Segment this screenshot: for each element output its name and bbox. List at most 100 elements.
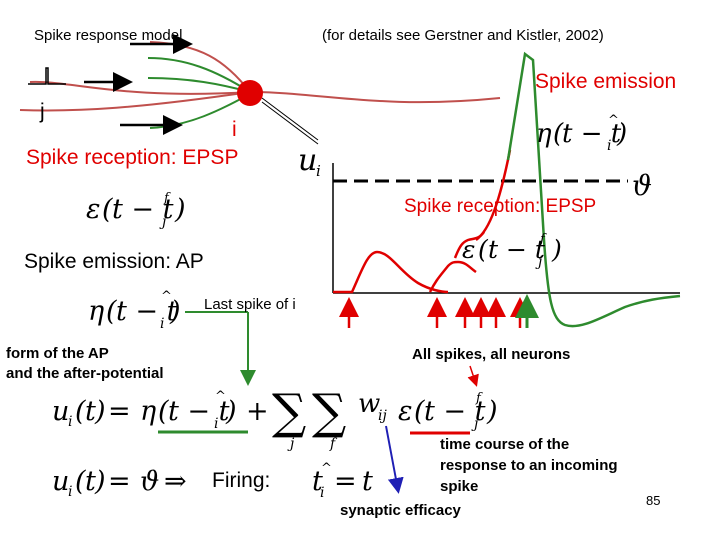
svg-text:=: = bbox=[108, 396, 131, 427]
svg-text:ϑ: ϑ bbox=[632, 169, 652, 202]
label-last-spike: Last spike of i bbox=[204, 296, 296, 313]
label-spike-emission: Spike emission bbox=[535, 70, 677, 93]
svg-text:η: η bbox=[536, 119, 552, 149]
svg-text:): ) bbox=[94, 396, 106, 427]
svg-text:t: t bbox=[312, 466, 323, 497]
svg-text:ε: ε bbox=[462, 235, 475, 264]
label-all-spikes: All spikes, all neurons bbox=[412, 346, 571, 363]
svg-text:t − t: t − t bbox=[424, 396, 486, 427]
svg-text:^: ^ bbox=[215, 389, 226, 404]
svg-text:i: i bbox=[68, 414, 72, 430]
svg-text:^: ^ bbox=[608, 113, 619, 128]
label-spike-reception-right: Spike reception: EPSP bbox=[404, 196, 597, 217]
svg-text:ε: ε bbox=[86, 194, 101, 225]
svg-text:(: ( bbox=[75, 466, 87, 497]
svg-text:j: j bbox=[471, 416, 479, 432]
svg-text:): ) bbox=[616, 119, 627, 149]
neuron-label-j: j bbox=[40, 100, 45, 123]
svg-text:j: j bbox=[159, 214, 167, 230]
page-number: 85 bbox=[646, 493, 661, 508]
all-spikes-arrow bbox=[467, 365, 479, 387]
svg-text:(: ( bbox=[158, 396, 170, 427]
svg-text:): ) bbox=[169, 296, 181, 327]
synaptic-efficacy-arrow bbox=[385, 425, 404, 494]
svg-text:η: η bbox=[88, 296, 104, 327]
svg-text:): ) bbox=[551, 235, 562, 264]
label-time-course-line1: time course of the bbox=[440, 436, 570, 453]
svg-text:t: t bbox=[85, 396, 96, 427]
svg-text:(: ( bbox=[75, 396, 87, 427]
label-form-ap-line2: and the after-potential bbox=[6, 365, 164, 382]
svg-text:i: i bbox=[68, 484, 72, 500]
svg-text:t − t: t − t bbox=[488, 235, 546, 264]
svg-text:): ) bbox=[94, 466, 106, 497]
math-eta-emission: η ( t − t i ^ ) bbox=[536, 113, 627, 154]
svg-text:=: = bbox=[334, 466, 357, 497]
label-spike-reception-left: Spike reception: EPSP bbox=[26, 146, 239, 169]
math-firing-time: t i ^ = t bbox=[312, 461, 373, 501]
svg-text:ϑ: ϑ bbox=[140, 466, 159, 497]
svg-text:j: j bbox=[535, 254, 543, 270]
spike-pulse-icon bbox=[28, 67, 66, 85]
label-firing: Firing: bbox=[212, 469, 271, 492]
label-form-ap: form of the AP and the after-potential bbox=[6, 344, 164, 384]
svg-text:η: η bbox=[140, 396, 156, 427]
svg-text:i: i bbox=[214, 416, 218, 432]
svg-text:j: j bbox=[287, 436, 295, 452]
svg-text:^: ^ bbox=[161, 289, 172, 304]
math-u-i-plot: u i bbox=[298, 143, 321, 180]
slide-title: Spike response model bbox=[34, 27, 183, 44]
soma bbox=[237, 80, 263, 106]
svg-text:+: + bbox=[246, 396, 269, 427]
svg-text:u: u bbox=[52, 396, 69, 427]
svg-text:(: ( bbox=[553, 119, 564, 149]
svg-text:i: i bbox=[607, 138, 611, 154]
reference-note: (for details see Gerstner and Kistler, 2… bbox=[322, 27, 604, 44]
action-potential-trace bbox=[506, 51, 681, 328]
svg-text:w: w bbox=[358, 389, 380, 419]
label-synaptic-efficacy: synaptic efficacy bbox=[340, 502, 461, 519]
label-time-course-line2: response to an incoming bbox=[440, 457, 618, 474]
math-main-equation: u i ( t ) = η ( t − t i ^ ) + ∑ j ∑ f w … bbox=[52, 384, 498, 452]
svg-text:^: ^ bbox=[321, 461, 332, 476]
math-eta-ap: η ( t − t i ^ ) bbox=[88, 289, 181, 332]
svg-text:⇒: ⇒ bbox=[164, 466, 187, 497]
svg-text:u: u bbox=[298, 143, 317, 178]
svg-text:(: ( bbox=[478, 235, 489, 264]
svg-text:t: t bbox=[85, 466, 96, 497]
svg-text:f: f bbox=[329, 436, 338, 452]
svg-text:(: ( bbox=[102, 194, 114, 225]
svg-text:=: = bbox=[108, 466, 131, 497]
math-epsilon-right: ε ( t − t j f ) bbox=[462, 232, 562, 270]
svg-text:i: i bbox=[160, 316, 164, 332]
label-time-course-line3: spike bbox=[440, 478, 479, 495]
svg-text:ε: ε bbox=[398, 396, 413, 427]
label-spike-emission-ap: Spike emission: AP bbox=[24, 250, 204, 273]
label-time-course: time course of the response to an incomi… bbox=[440, 434, 618, 497]
svg-text:∑: ∑ bbox=[312, 384, 346, 440]
electrode-line bbox=[261, 97, 319, 141]
epsp-traces bbox=[333, 149, 512, 294]
svg-text:f: f bbox=[475, 391, 483, 406]
svg-text:t − t: t − t bbox=[562, 119, 622, 149]
math-epsilon-left: ε ( t − t j f ) bbox=[86, 191, 186, 230]
math-firing-condition: u i ( t ) = ϑ ⇒ bbox=[52, 466, 187, 500]
svg-text:∑: ∑ bbox=[272, 384, 306, 440]
neuron-label-i: i bbox=[232, 118, 237, 141]
svg-text:ij: ij bbox=[378, 408, 387, 424]
svg-text:t − t: t − t bbox=[112, 194, 174, 225]
svg-text:u: u bbox=[52, 466, 69, 497]
svg-text:f: f bbox=[163, 191, 171, 206]
math-theta-threshold: ϑ bbox=[632, 169, 652, 202]
label-form-ap-line1: form of the AP bbox=[6, 345, 109, 362]
spike-arrival-arrows bbox=[339, 297, 530, 328]
svg-text:i: i bbox=[316, 162, 321, 180]
svg-text:i: i bbox=[320, 485, 324, 501]
svg-text:(: ( bbox=[414, 396, 426, 427]
svg-text:): ) bbox=[174, 194, 186, 225]
svg-text:): ) bbox=[225, 396, 237, 427]
svg-text:t − t: t − t bbox=[168, 396, 230, 427]
svg-text:t − t: t − t bbox=[116, 296, 178, 327]
svg-text:f: f bbox=[539, 232, 547, 247]
